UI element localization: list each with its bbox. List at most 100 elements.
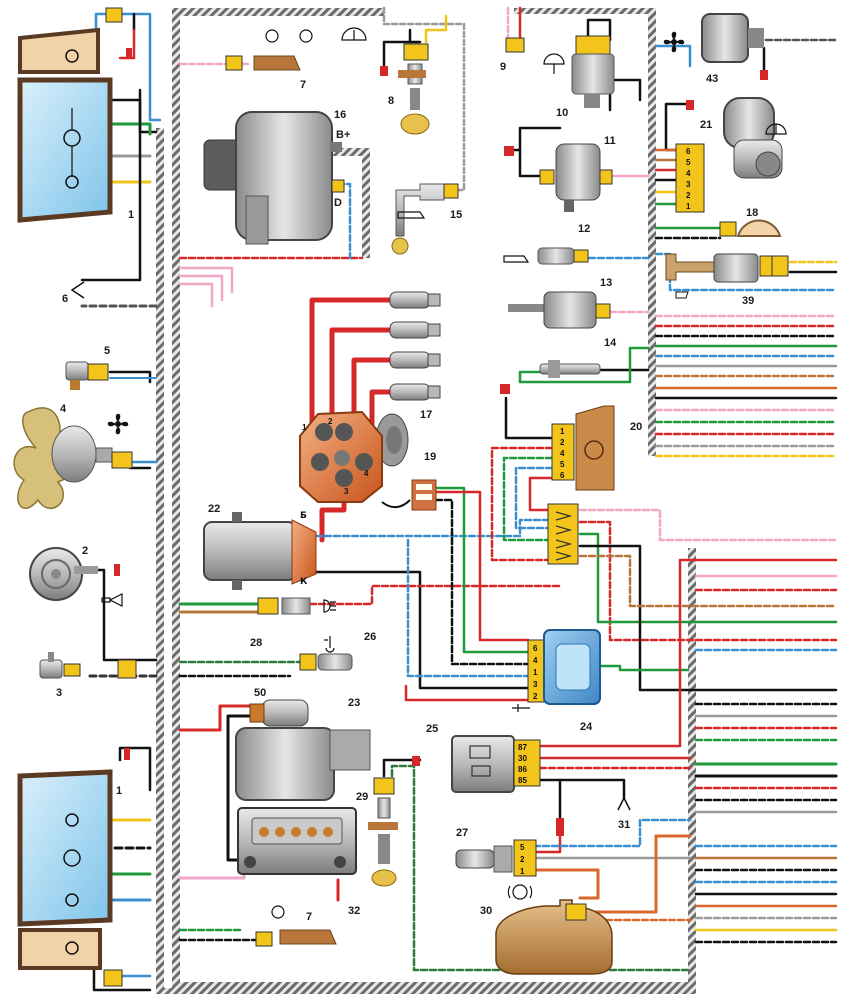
label-26: 26 [364, 631, 376, 643]
label-50: 50 [254, 687, 266, 699]
horn-icon [101, 593, 123, 607]
harness-main-frame-right [688, 548, 696, 990]
label-1-top: 1 [128, 209, 134, 221]
relay-pin-85: 85 [518, 776, 527, 785]
lamp-18: 18 [719, 207, 782, 237]
dist-terminal-1: 1 [302, 423, 307, 432]
conn21-pin-4: 4 [686, 169, 691, 178]
label-30: 30 [480, 905, 492, 917]
spark-plug [389, 321, 441, 339]
temperature-sensor-26: 26 [299, 631, 376, 671]
label-22: 22 [208, 503, 220, 515]
label-2: 2 [82, 545, 88, 557]
oil-pressure-sender: 15 [391, 183, 462, 255]
sensor-32: 32 [348, 756, 420, 917]
label-19: 19 [424, 451, 436, 463]
distributor: 1 2 4 3 [299, 410, 383, 503]
sw27-pin-5: 5 [520, 843, 525, 852]
connector-block [547, 503, 579, 565]
ignition-switch-20: 1 2 4 5 6 20 [500, 384, 642, 491]
label-18: 18 [746, 207, 758, 219]
distributor-connector [381, 479, 437, 511]
sw27-pin-2: 2 [520, 855, 525, 864]
sensor-5: 5 [65, 345, 110, 390]
label-23: 23 [348, 697, 360, 709]
dist-terminal-4: 3 [344, 487, 349, 496]
harness-left-vertical [156, 128, 164, 992]
control-module: 6 4 1 3 2 24 [512, 629, 601, 733]
connector-top-lamp [105, 7, 132, 58]
dist-terminal-2: 2 [328, 417, 333, 426]
harness-alternator [362, 148, 370, 258]
sw27-pin-1: 1 [520, 867, 525, 876]
label-29: 29 [356, 791, 368, 803]
label-10: 10 [556, 107, 568, 119]
ignition-coil: 22 Б К [203, 503, 317, 590]
label-13: 13 [600, 277, 612, 289]
lamp-icon [271, 905, 285, 919]
label-7-bottom: 7 [306, 911, 312, 923]
harness-top-right-branch [514, 8, 654, 14]
sw20-pin-5: 5 [560, 460, 565, 469]
label-9: 9 [500, 61, 506, 73]
harness-bottom-left [156, 988, 696, 994]
label-11: 11 [604, 135, 616, 147]
switch-27: 5 2 1 27 [455, 827, 537, 877]
wires [80, 6, 838, 992]
sw20-pin-6: 6 [560, 471, 565, 480]
terminal-coil-b: Б [300, 511, 307, 521]
radiator-fan: 4 [13, 403, 133, 509]
lamp-icon [323, 599, 336, 613]
brake-fluid-tank: 30 [480, 884, 613, 975]
ground-31: 31 [556, 797, 631, 836]
spark-plug [389, 291, 441, 309]
sw20-pin-1: 1 [560, 427, 565, 436]
horn: 2 [29, 545, 123, 607]
fan-icon [107, 413, 129, 435]
conn21-pin-3: 3 [686, 180, 691, 189]
label-32: 32 [348, 905, 360, 917]
washer-icon [543, 53, 565, 74]
battery: 29 [237, 791, 368, 875]
label-21: 21 [700, 119, 712, 131]
label-20: 20 [630, 421, 642, 433]
temperature-icon [324, 636, 335, 653]
brake-icon [507, 884, 533, 900]
starter: 50 23 [235, 687, 371, 801]
sw20-pin-2: 2 [560, 438, 565, 447]
harness-right-vertical [648, 8, 656, 456]
washer-pump: 9 10 [500, 35, 615, 119]
label-39: 39 [742, 295, 754, 307]
conn21-pin-6: 6 [686, 147, 691, 156]
harness-alternator-top [330, 148, 370, 156]
label-31: 31 [618, 819, 630, 831]
wiper-icon [341, 27, 367, 41]
harness-bundles [156, 8, 696, 994]
switch-28: 28 [250, 597, 336, 649]
label-14: 14 [604, 337, 617, 349]
dist-terminal-3: 4 [364, 469, 369, 478]
conn21-pin-2: 2 [686, 191, 691, 200]
switch-3: 3 [39, 652, 137, 699]
fan-motor-43: 43 [663, 13, 768, 85]
terminal-coil-k: К [300, 577, 308, 587]
label-24: 24 [580, 721, 593, 733]
headlight-top: 1 [17, 27, 134, 223]
label-16: 16 [334, 109, 346, 121]
sensor-14: 14 [539, 337, 617, 378]
terminal-d: D [334, 197, 342, 209]
wiper-icon [765, 123, 787, 135]
label-15: 15 [450, 209, 462, 221]
module-pin-3: 3 [533, 680, 538, 689]
label-8: 8 [388, 95, 394, 107]
label-4: 4 [60, 403, 67, 415]
spark-plug [389, 351, 441, 369]
module-pin-6: 6 [533, 644, 538, 653]
sensor-13: 13 [508, 277, 612, 329]
label-25: 25 [426, 723, 438, 735]
lamp-icon [299, 29, 313, 43]
label-5: 5 [104, 345, 110, 357]
lamp-icon [265, 29, 279, 43]
oil-icon [397, 211, 426, 219]
label-7-top: 7 [300, 79, 306, 91]
